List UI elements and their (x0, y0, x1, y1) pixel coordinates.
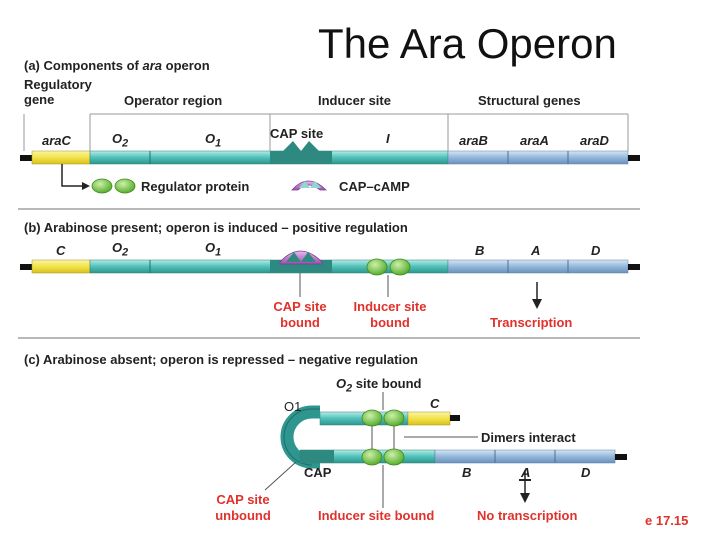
cap-site-bound-label: CAP site bound (273, 299, 327, 330)
O2-label-b: O2 (112, 240, 129, 259)
panel-b-caption: (b) Arabinose present; operon is induced… (24, 220, 408, 235)
inducer-site-bound-label-c: Inducer site bound (318, 508, 435, 523)
regulator-protein-label: Regulator protein (141, 179, 250, 194)
araC-label: araC (42, 133, 71, 148)
dimers-interact-label: Dimers interact (481, 430, 576, 445)
figure-reference: e 17.15 (645, 513, 689, 528)
cap-site-label: CAP site (270, 126, 324, 141)
panel-a-dna (20, 113, 640, 194)
O1-label-a: O1 (205, 131, 222, 150)
A-label-c: A (521, 465, 531, 480)
inducer-site-bound-label: Inducer site bound (353, 299, 427, 330)
separator-bc (18, 337, 640, 339)
structural-genes-label: Structural genes (478, 93, 581, 108)
B-label-c: B (462, 465, 472, 480)
no-transcription-label: No transcription (477, 508, 578, 523)
panel-b-dna (20, 250, 640, 309)
panel-c-caption: (c) Arabinose absent; operon is represse… (24, 352, 418, 367)
inducer-site-label: Inducer site (318, 93, 391, 108)
araA-label: araA (520, 133, 549, 148)
C-label-b: C (56, 243, 66, 258)
D-label-c: D (581, 465, 591, 480)
araB-label: araB (459, 133, 488, 148)
operator-region-label: Operator region (124, 93, 223, 108)
O1-label-c: O1 (284, 399, 302, 414)
panel-a-caption: (a) Components of ara operon (24, 58, 210, 73)
o2-site-bound-label: O2 site bound (336, 376, 422, 395)
cap-site-unbound-label: CAP site unbound (215, 492, 271, 523)
C-label-c: C (430, 396, 440, 411)
separator-ab (18, 208, 640, 210)
D-label-b: D (591, 243, 601, 258)
page-title: The Ara Operon (318, 20, 617, 67)
araD-label: araD (580, 133, 609, 148)
I-label: I (386, 131, 390, 146)
CAP-label-c: CAP (304, 465, 332, 480)
panel-c-dna (264, 392, 627, 508)
O2-label-a: O2 (112, 131, 129, 150)
B-label-b: B (475, 243, 485, 258)
transcription-label: Transcription (490, 315, 573, 330)
cap-camp-label: CAP–cAMP (339, 179, 410, 194)
O1-label-b: O1 (205, 240, 222, 259)
A-label-b: A (531, 243, 541, 258)
regulatory-gene-label: Regulatory gene (24, 77, 92, 107)
